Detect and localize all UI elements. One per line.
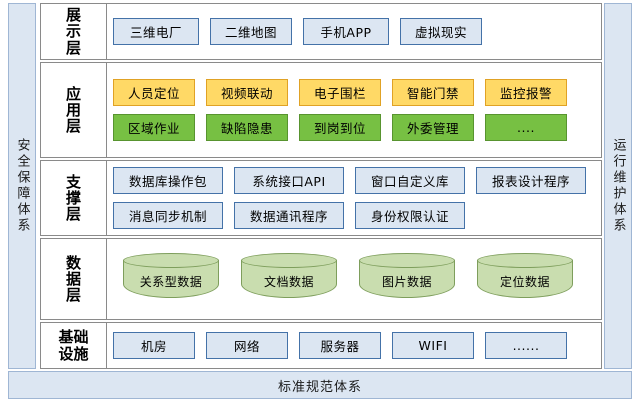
node-box[interactable]: 系统接口API [234, 167, 344, 194]
cylinder-top [241, 253, 337, 268]
node-box[interactable]: 监控报警 [485, 79, 567, 106]
layer-application: 应用层人员定位视频联动电子围栏智能门禁监控报警区域作业缺陷隐患到岗到位外委管理.… [40, 62, 602, 158]
bottom-bar-label: 标准规范体系 [277, 379, 362, 395]
layer-infrastructure: 基础设施机房网络服务器 WIFI...... [40, 322, 602, 369]
layer-row: 三维电厂二维地图手机APP 虚拟现实 [113, 18, 595, 45]
layer-row: 区域作业缺陷隐患到岗到位外委管理.... [113, 114, 595, 141]
cylinder-label: 定位数据 [499, 275, 550, 289]
node-box[interactable]: 数据库操作包 [113, 167, 223, 194]
node-box[interactable]: 服务器 [299, 332, 381, 359]
layer-label-cell-application: 应用层 [41, 63, 107, 157]
node-box[interactable]: 数据通讯程序 [234, 202, 344, 229]
layer-body-presentation: 三维电厂二维地图手机APP 虚拟现实 [107, 4, 601, 59]
layer-title-presentation: 展示层 [65, 6, 81, 57]
data-cylinder[interactable]: 图片数据 [359, 253, 455, 305]
node-box[interactable]: ...... [485, 332, 567, 359]
layer-row: 数据库操作包系统接口API 窗口自定义库报表设计程序 [113, 167, 595, 194]
data-cylinder[interactable]: 定位数据 [477, 253, 573, 305]
right-pillar-ops-maintenance-system: 运行维护体系 [604, 3, 632, 369]
node-box[interactable]: .... [485, 114, 567, 141]
layer-presentation: 展示层 三维电厂二维地图手机APP 虚拟现实 [40, 3, 602, 60]
cylinder-label: 图片数据 [381, 275, 432, 289]
layer-label-cell-infrastructure: 基础设施 [41, 323, 107, 368]
layer-label-cell-data: 数据层 [41, 239, 107, 319]
left-pillar-label: 安全保障体系 [14, 138, 30, 234]
node-box[interactable]: 智能门禁 [392, 79, 474, 106]
layer-label-cell-support: 支撑层 [41, 161, 107, 235]
node-box[interactable]: 电子围栏 [299, 79, 381, 106]
cylinder-top [123, 253, 219, 268]
node-box[interactable]: 虚拟现实 [400, 18, 482, 45]
node-box[interactable]: 到岗到位 [299, 114, 381, 141]
layer-data: 数据层 关系型数据 文档数据 图片数据 定位数据 [40, 238, 602, 320]
layer-row: 关系型数据 文档数据 图片数据 定位数据 [113, 253, 595, 305]
layer-row: 机房网络服务器 WIFI...... [113, 332, 595, 359]
left-pillar-security-system: 安全保障体系 [8, 3, 36, 369]
layer-body-infrastructure: 机房网络服务器 WIFI...... [107, 323, 601, 368]
layer-title-infrastructure: 基础设施 [58, 328, 89, 363]
layer-body-application: 人员定位视频联动电子围栏智能门禁监控报警区域作业缺陷隐患到岗到位外委管理.... [107, 63, 601, 157]
bottom-bar-standards-system: 标准规范体系 [8, 371, 632, 399]
node-box[interactable]: 区域作业 [113, 114, 195, 141]
layer-body-data: 关系型数据 文档数据 图片数据 定位数据 [107, 239, 601, 319]
node-box[interactable]: WIFI [392, 332, 474, 359]
node-box[interactable]: 消息同步机制 [113, 202, 223, 229]
node-box[interactable]: 视频联动 [206, 79, 288, 106]
cylinder-label: 文档数据 [263, 275, 314, 289]
layer-row: 消息同步机制数据通讯程序身份权限认证 [113, 202, 595, 229]
node-box[interactable]: 网络 [206, 332, 288, 359]
layer-title-data: 数据层 [65, 253, 81, 305]
node-box[interactable]: 外委管理 [392, 114, 474, 141]
layer-label-cell-presentation: 展示层 [41, 4, 107, 59]
layer-body-support: 数据库操作包系统接口API 窗口自定义库报表设计程序消息同步机制数据通讯程序身份权… [107, 161, 601, 235]
data-cylinder[interactable]: 关系型数据 [123, 253, 219, 305]
node-box[interactable]: 人员定位 [113, 79, 195, 106]
data-cylinder[interactable]: 文档数据 [241, 253, 337, 305]
node-box[interactable]: 身份权限认证 [355, 202, 465, 229]
layer-title-support: 支撑层 [65, 172, 81, 224]
layer-row: 人员定位视频联动电子围栏智能门禁监控报警 [113, 79, 595, 106]
right-pillar-label: 运行维护体系 [610, 138, 626, 234]
layer-title-application: 应用层 [65, 84, 81, 136]
node-box[interactable]: 窗口自定义库 [355, 167, 465, 194]
node-box[interactable]: 报表设计程序 [476, 167, 586, 194]
cylinder-top [477, 253, 573, 268]
node-box[interactable]: 手机APP [303, 18, 389, 45]
node-box[interactable]: 三维电厂 [113, 18, 199, 45]
layer-support: 支撑层 数据库操作包系统接口API 窗口自定义库报表设计程序消息同步机制数据通讯程序… [40, 160, 602, 236]
cylinder-top [359, 253, 455, 268]
node-box[interactable]: 机房 [113, 332, 195, 359]
node-box[interactable]: 缺陷隐患 [206, 114, 288, 141]
cylinder-label: 关系型数据 [139, 275, 203, 289]
node-box[interactable]: 二维地图 [210, 18, 292, 45]
